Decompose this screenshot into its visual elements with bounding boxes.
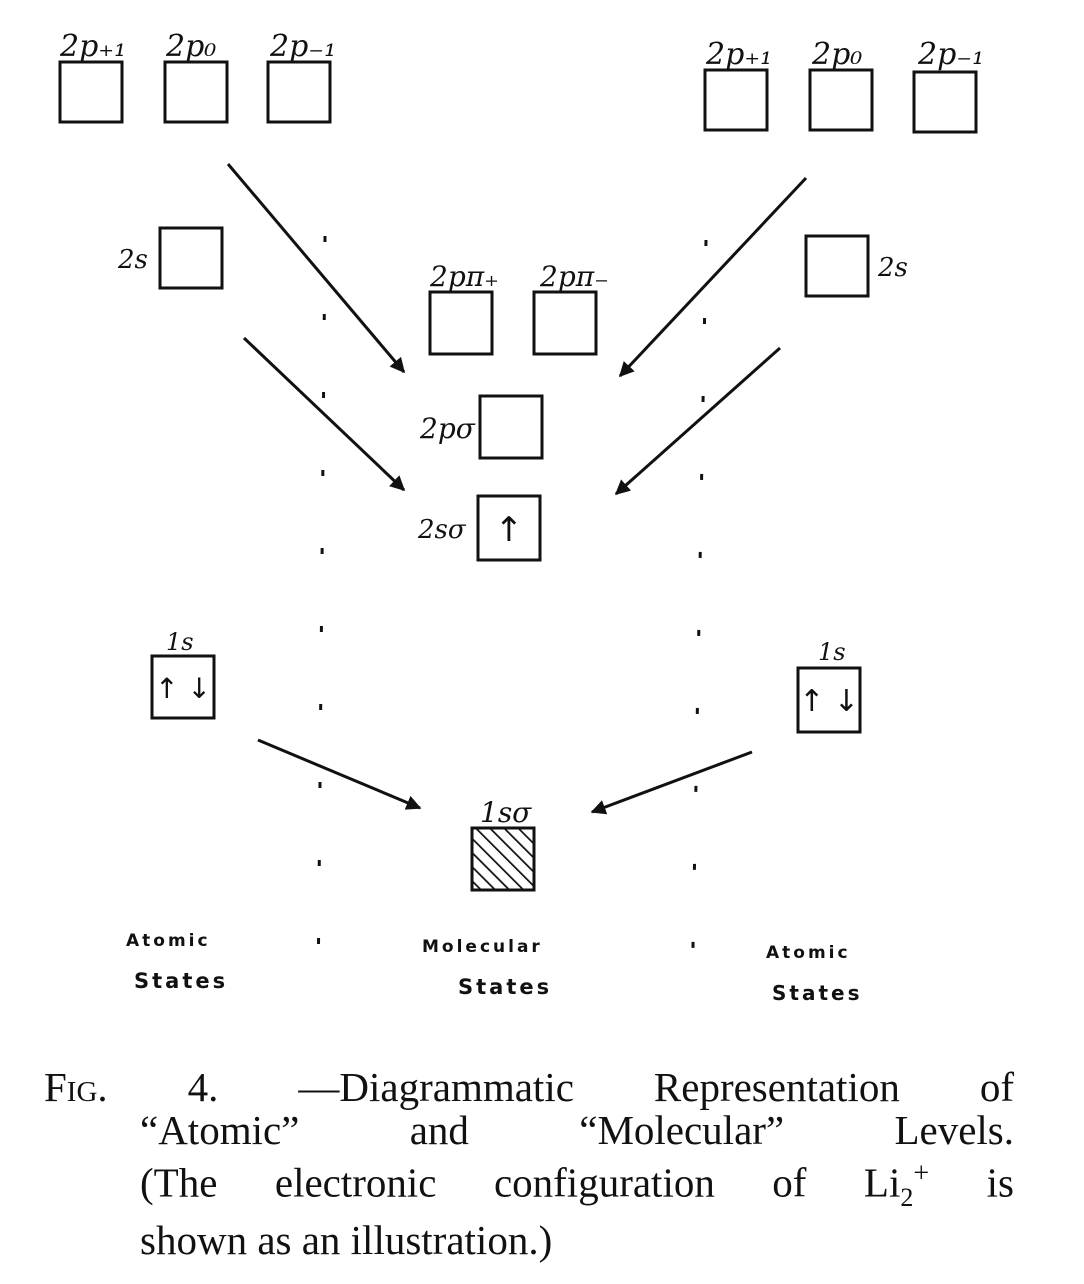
arrow-right-1s-to-mol — [590, 750, 753, 815]
figure-caption: Fig. 4. —Diagrammatic Representation of … — [44, 1066, 1014, 1262]
caption-line-3-text: (The electronic configuration of Li — [140, 1159, 901, 1206]
figure-number: Fig. 4. — [44, 1064, 219, 1110]
left-2p-0-label: 2p₀ — [165, 29, 216, 64]
left-2p-plus1-box — [58, 60, 124, 124]
caption-line-3: (The electronic configuration of Li2+ is — [44, 1152, 1014, 1219]
formula-superscript: + — [913, 1158, 930, 1189]
arrow-left-2s-to-mol — [242, 336, 406, 492]
caption-line-4: shown as an illustration.) — [140, 1216, 553, 1263]
orbital-level-diagram: 2p₊₁ 2p₀ 2p₋₁ 2p₊₁ 2p₀ 2p₋₁ 2s 2s 2pπ₊ 2… — [58, 29, 984, 1005]
mol-1s-sigma-box-filled — [470, 826, 536, 892]
right-2p-0-label: 2p₀ — [811, 37, 862, 72]
left-1s-box — [150, 654, 216, 720]
left-1s-label: 1s — [166, 628, 194, 656]
mol-2p-pi-plus-label: 2pπ₊ — [429, 260, 499, 293]
right-2p-plus1-label: 2p₊₁ — [705, 37, 772, 72]
caption-line-2: “Atomic” and “Molecular” Levels. — [140, 1107, 1014, 1153]
right-1s-label: 1s — [818, 638, 846, 666]
caption-dash: — — [298, 1064, 340, 1110]
left-divider-line — [316, 235, 327, 1001]
right-atomic-label-line2: States — [772, 981, 863, 1005]
left-2s-box — [158, 226, 224, 290]
left-1s-spins: ↑ ↓ — [155, 672, 211, 705]
mol-2s-sigma-box — [476, 494, 542, 562]
left-atomic-label-line2: States — [134, 969, 228, 993]
right-2p-group: 2p₊₁ 2p₀ 2p₋₁ — [703, 37, 984, 134]
mol-2s-sigma-spin-up: ↑ — [495, 510, 524, 550]
left-2p-minus1-box — [266, 60, 332, 124]
left-2p-plus1-label: 2p₊₁ — [59, 29, 126, 64]
right-divider-line — [690, 239, 708, 1001]
right-2s-box — [804, 234, 870, 298]
right-atomic-label-line1: Atomic — [766, 943, 851, 963]
right-2p-plus1-box — [703, 68, 769, 132]
left-2p-group: 2p₊₁ 2p₀ 2p₋₁ — [58, 29, 336, 124]
molecular-label-line1: Molecular — [422, 937, 543, 957]
right-2p-minus1-box — [912, 70, 978, 134]
left-atomic-label-line1: Atomic — [126, 931, 211, 951]
arrow-right-2p-to-mol — [618, 176, 808, 378]
left-2p-minus1-label: 2p₋₁ — [269, 29, 336, 64]
mol-2s-sigma-label: 2sσ — [417, 515, 467, 545]
right-2s-label: 2s — [877, 253, 908, 283]
caption-line-3-end: is — [929, 1159, 1014, 1206]
right-2p-0-box — [808, 68, 874, 132]
mol-2p-sigma-box — [478, 394, 544, 460]
right-1s-box — [796, 666, 862, 734]
mol-2p-pi-minus-label: 2pπ₋ — [539, 260, 609, 293]
left-2p-0-box — [163, 60, 229, 124]
mol-1s-sigma-label: 1sσ — [480, 796, 532, 829]
arrow-left-2p-to-mol — [226, 163, 406, 374]
molecular-label-line2: States — [458, 975, 552, 999]
right-2p-minus1-label: 2p₋₁ — [917, 37, 984, 72]
right-1s-spins: ↑ ↓ — [799, 684, 859, 719]
mol-2p-pi-minus-box — [532, 290, 598, 356]
caption-line-1: Fig. 4. —Diagrammatic Representation of — [44, 1066, 1014, 1109]
caption-title: Diagrammatic Representation of — [339, 1064, 1014, 1110]
arrow-left-1s-to-mol — [257, 738, 422, 810]
mol-2p-sigma-label: 2pσ — [419, 412, 476, 445]
mol-2p-pi-plus-box — [428, 290, 494, 356]
left-2s-label: 2s — [117, 245, 148, 275]
arrow-right-2s-to-mol — [614, 346, 781, 496]
formula-subscript: 2 — [900, 1182, 914, 1212]
